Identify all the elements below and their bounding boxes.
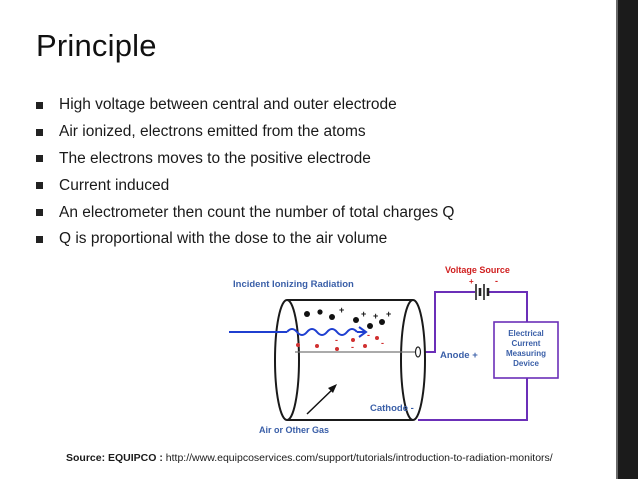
ion-minus-sign: - — [367, 330, 370, 340]
measuring-device-box — [493, 321, 559, 379]
device-label-line: Measuring — [506, 349, 546, 358]
source-citation: Source: EQUIPCO : http://www.equipcoserv… — [66, 452, 553, 464]
gas-label: Air or Other Gas — [259, 425, 329, 435]
ion-plus-sign: + — [386, 309, 391, 319]
ion-plus-sign: + — [339, 305, 344, 315]
anode-label: Anode + — [440, 350, 478, 361]
bullet-item: Current induced — [36, 172, 454, 199]
ion-minus-sign: - — [351, 342, 354, 352]
incident-radiation-label: Incident Ionizing Radiation — [233, 279, 354, 290]
bullet-text: Current induced — [59, 176, 170, 194]
ion-plus-sign: + — [373, 311, 378, 321]
device-label-line: Electrical — [508, 329, 544, 338]
bullet-text: An electrometer then count the number of… — [59, 203, 455, 221]
device-label-line: Device — [513, 359, 539, 368]
battery-minus-sign: - — [495, 276, 498, 286]
bullet-item: An electrometer then count the number of… — [36, 199, 454, 226]
bullet-text: Air ionized, electrons emitted from the … — [59, 123, 366, 141]
bullet-text: Q is proportional with the dose to the a… — [59, 230, 388, 248]
radiation-ray — [229, 326, 368, 338]
bullet-text: The electrons moves to the positive elec… — [59, 149, 371, 167]
bullet-list: High voltage between central and outer e… — [36, 92, 454, 253]
bullet-square-icon — [36, 128, 43, 136]
chamber-cylinder — [274, 299, 426, 421]
bullet-item: The electrons moves to the positive elec… — [36, 146, 454, 173]
source-url: http://www.equipcoservices.com/support/t… — [162, 452, 553, 464]
bullet-item: Q is proportional with the dose to the a… — [36, 226, 454, 253]
ion-minus-sign: - — [381, 338, 384, 348]
device-label-line: Current — [512, 339, 541, 348]
bullet-text: High voltage between central and outer e… — [59, 96, 397, 114]
ion-minus-sign: - — [335, 335, 338, 345]
bullet-square-icon — [36, 182, 43, 190]
slide-title: Principle — [36, 28, 157, 63]
gas-arrow — [306, 384, 337, 415]
ion-plus-sign: + — [361, 309, 366, 319]
cathode-label: Cathode - — [370, 403, 414, 414]
source-label: Source: EQUIPCO : — [66, 452, 163, 464]
ionization-chamber-diagram: Incident Ionizing Radiation Voltage Sour… — [229, 265, 559, 435]
anode-end — [414, 346, 422, 358]
bullet-square-icon — [36, 235, 43, 243]
slide-edge-bar — [612, 0, 638, 479]
bullet-square-icon — [36, 155, 43, 163]
battery-plus-sign: + — [469, 277, 474, 286]
bullet-square-icon — [36, 101, 43, 109]
ion-particles — [296, 309, 385, 351]
battery-icon — [475, 284, 490, 300]
bullet-square-icon — [36, 209, 43, 217]
bullet-item: High voltage between central and outer e… — [36, 92, 454, 119]
bullet-item: Air ionized, electrons emitted from the … — [36, 119, 454, 146]
voltage-source-label: Voltage Source — [445, 265, 510, 275]
circuit-wires — [418, 291, 528, 421]
